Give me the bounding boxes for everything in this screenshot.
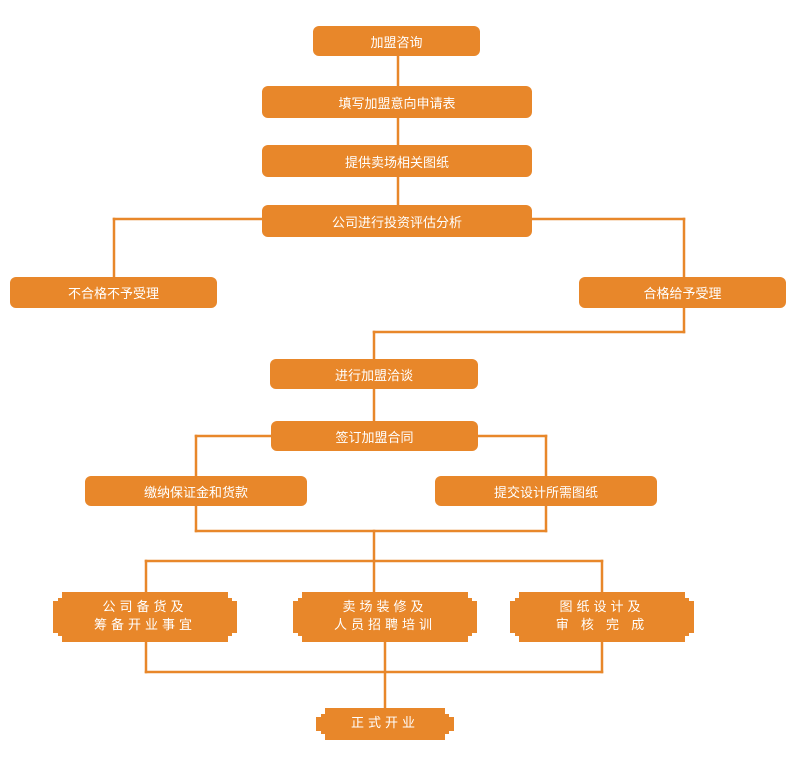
step-application-form: 填写加盟意向申请表 [262,86,532,118]
step-design-line1: 图纸设计及 [559,600,645,615]
step-sign-contract: 签订加盟合同 [271,421,478,451]
step-rejected: 不合格不予受理 [10,277,217,308]
step-sign-contract-label: 签订加盟合同 [335,430,414,446]
step-consult: 加盟咨询 [313,26,480,56]
step-negotiation-label: 进行加盟洽谈 [334,368,413,384]
step-submit-design-drawings: 提交设计所需图纸 [435,476,657,506]
step-renovation-line2: 人员招聘培训 [333,618,436,633]
step-consult-label: 加盟咨询 [370,35,423,51]
step-accepted: 合格给予受理 [579,277,786,308]
step-grand-opening-label: 正式开业 [350,716,419,731]
step-application-form-label: 填写加盟意向申请表 [338,96,456,112]
step-evaluation-label: 公司进行投资评估分析 [331,215,462,231]
step-design-review: 图纸设计及 审 核 完 成 [510,592,694,642]
step-rejected-label: 不合格不予受理 [67,287,159,302]
step-pay-deposit: 缴纳保证金和货款 [85,476,307,506]
step-negotiation: 进行加盟洽谈 [270,359,478,389]
step-stock-preparation: 公司备货及 筹备开业事宜 [53,592,237,642]
step-provide-drawings-label: 提供卖场相关图纸 [344,155,449,171]
step-grand-opening: 正式开业 [316,708,454,740]
step-provide-drawings: 提供卖场相关图纸 [262,145,532,177]
step-renovation-and-training: 卖场装修及 人员招聘培训 [293,592,477,642]
step-renovation-line1: 卖场装修及 [342,600,428,615]
step-design-line2: 审 核 完 成 [555,618,649,633]
step-submit-design-drawings-label: 提交设计所需图纸 [493,485,598,501]
step-accepted-label: 合格给予受理 [643,287,722,302]
step-pay-deposit-label: 缴纳保证金和货款 [143,485,248,501]
step-stock-preparation-line2: 筹备开业事宜 [93,618,196,633]
step-stock-preparation-line1: 公司备货及 [102,600,188,615]
step-evaluation: 公司进行投资评估分析 [262,205,532,237]
